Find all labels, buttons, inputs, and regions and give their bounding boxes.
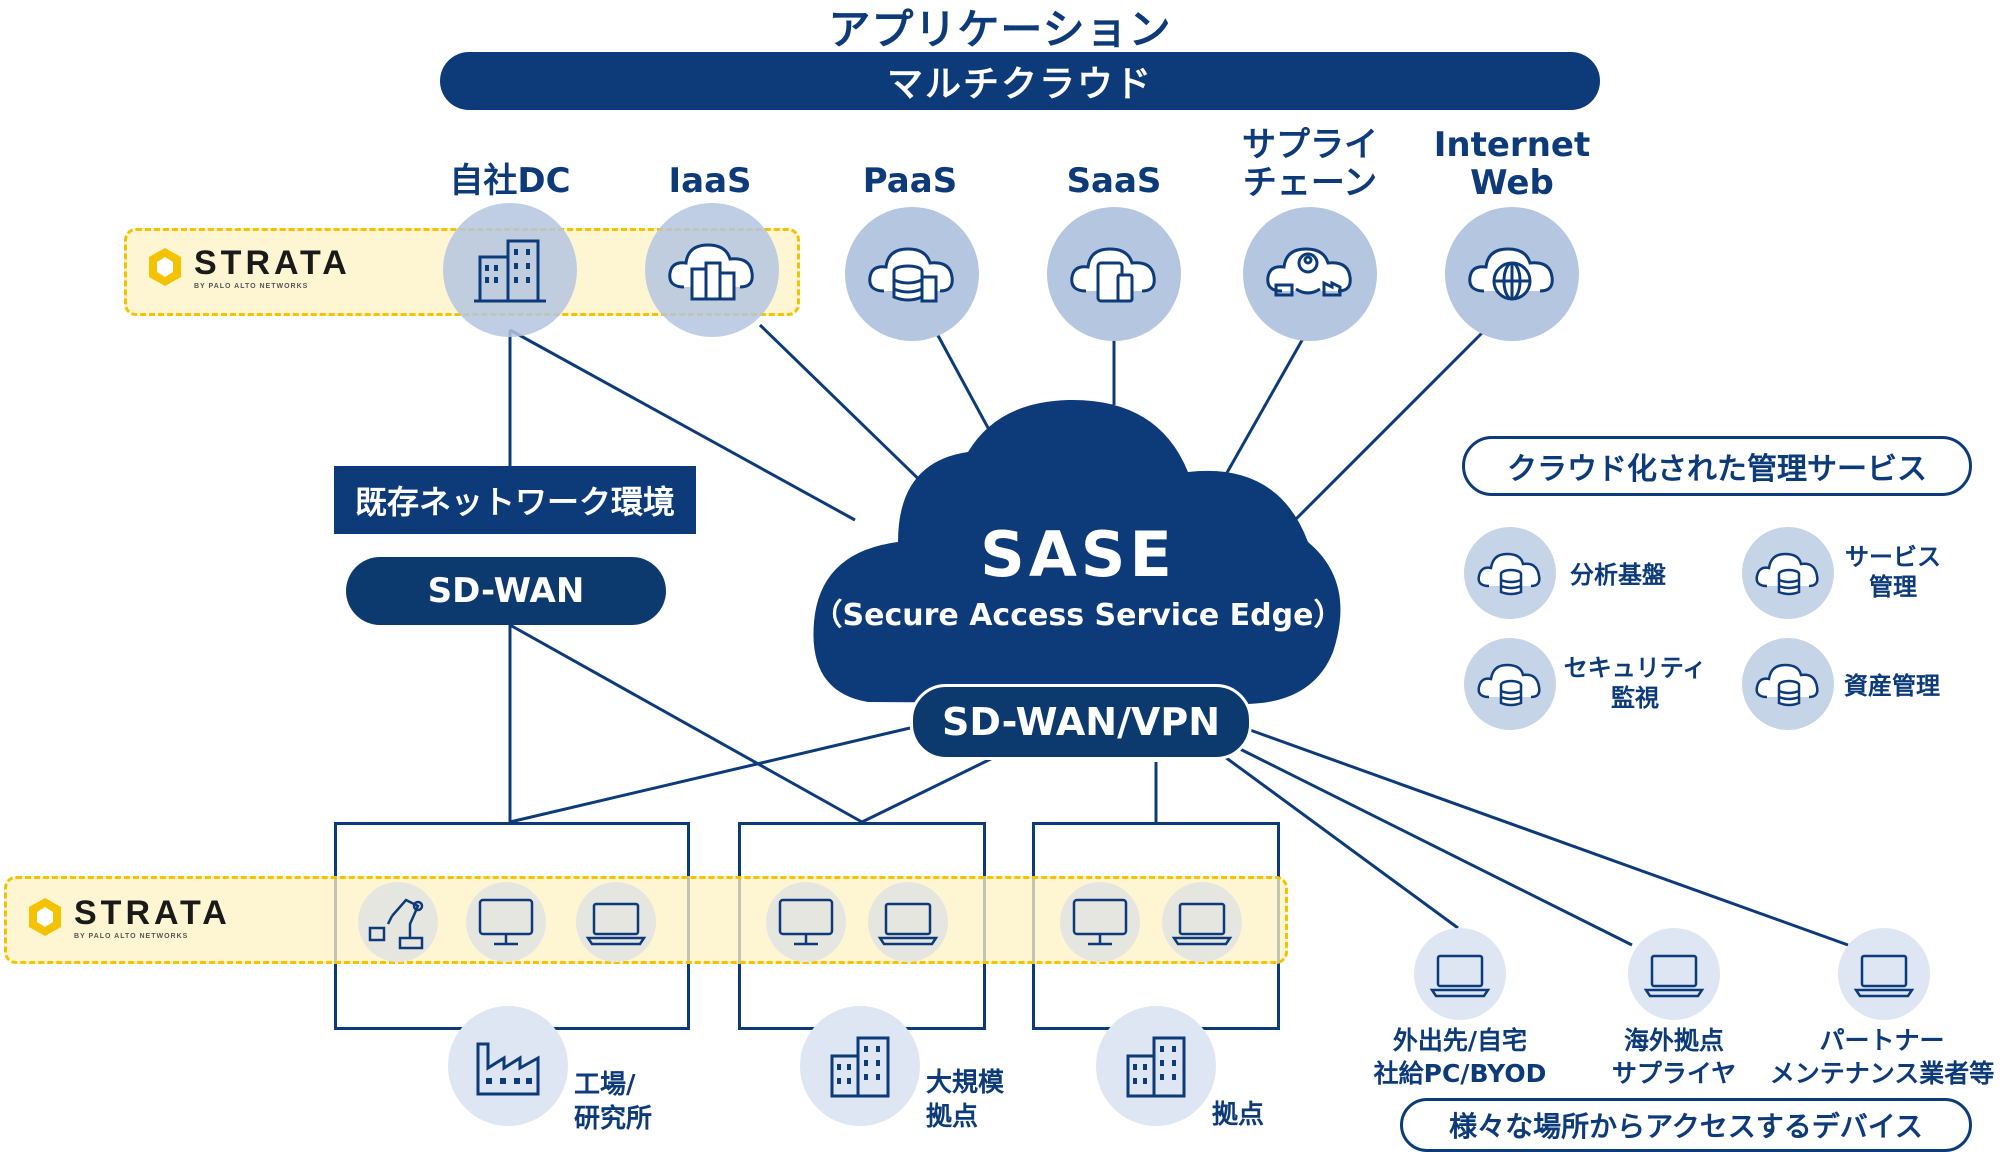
desktop-icon [478,898,534,946]
sase-cloud-shape [813,399,1341,704]
line-dc-sase [509,328,856,522]
remote-label-2: 海外拠点サプライヤ [1611,1026,1737,1088]
line-sdwan-large [509,623,863,824]
managed-services-heading: クラウド化された管理サービス [1462,436,1972,496]
iaas-circle [645,203,779,337]
multicloud-bar: マルチクラウド [440,52,1600,110]
cloud-label-saas: SaaS [1066,161,1162,201]
remote-circle-1 [1414,928,1506,1020]
building-icon [830,1036,890,1098]
building-icon [1126,1036,1186,1098]
saas-circle [1047,207,1181,341]
strata-logo-top: STRATA BY PALO ALTO NETWORKS [148,244,351,290]
laptop-icon [877,902,939,946]
strata-byline: BY PALO ALTO NETWORKS [74,933,189,940]
database-cloud-icon [1477,663,1541,707]
remote-label-3: パートナーメンテナンス業者等 [1769,1026,1995,1088]
globe-cloud-icon [1468,247,1554,301]
laptop-icon [585,902,647,946]
strata-wordmark: STRATA [74,894,231,932]
svc-asset-label: 資産管理 [1844,672,1940,700]
supply-chain-circle [1243,207,1377,341]
remote-circle-3 [1838,928,1930,1020]
svc-security-label: セキュリティ監視 [1563,654,1707,712]
line-supply-sase [1218,334,1307,486]
dc-circle [443,203,577,337]
strata-byline: BY PALO ALTO NETWORKS [194,283,309,290]
cloud-label-dc: 自社DC [449,161,571,201]
large-site-circle [800,1006,920,1126]
line-vpn-large [861,750,1006,824]
line-vpn-factory [509,726,911,824]
remote-circle-2 [1628,928,1720,1020]
sase-title: SASE [980,518,1176,591]
device-laptop-circle-1 [576,882,656,962]
cloud-label-paas: PaaS [862,161,958,201]
device-laptop-circle-2 [868,882,948,962]
svc-asset-circle [1742,638,1834,730]
remote-devices-heading: 様々な場所からアクセスするデバイス [1400,1098,1972,1152]
legacy-network-label: 既存ネットワーク環境 [334,466,696,534]
device-desktop-circle-1 [466,882,546,962]
building-icon [474,239,546,303]
robot-arm-icon [368,898,424,950]
desktop-icon [778,898,834,946]
site-label-factory: 工場/研究所 [574,1070,653,1134]
site-label-large: 大規模拠点 [926,1068,1005,1132]
factory-circle [448,1006,568,1126]
device-desktop-circle-2 [766,882,846,962]
factory-icon [476,1042,540,1096]
supply-chain-cloud-icon [1266,247,1352,297]
line-vpn-remote2 [1237,746,1633,947]
cloud-label-iaas: IaaS [668,161,752,201]
laptop-icon [1171,902,1233,946]
strata-logo-bottom: STRATA BY PALO ALTO NETWORKS [28,894,231,940]
line-web-sase [1288,328,1487,527]
line-vpn-remote1 [1224,755,1459,930]
svc-analytics-circle [1464,527,1556,619]
remote-label-1: 外出先/自宅社給PC/BYOD [1373,1026,1547,1088]
svc-analytics-label: 分析基盤 [1570,561,1666,589]
database-cloud-icon [1755,552,1819,596]
strata-wordmark: STRATA [194,244,351,282]
paas-circle [845,207,979,341]
line-iaas-sase [758,323,937,497]
server-cloud-icon [668,243,754,301]
branch-circle [1096,1006,1216,1126]
cloud-label-supply: サプライチェーン [1242,125,1378,203]
device-laptop-circle-3 [1162,882,1242,962]
legacy-sdwan-pill: SD-WAN [346,557,666,625]
svc-service-mgmt-label: サービス管理 [1845,543,1941,601]
line-vpn-remote3 [1249,728,1849,947]
database-cloud-icon [1477,552,1541,596]
laptop-icon [1853,954,1915,998]
desktop-icon [1072,898,1128,946]
database-cloud-icon [1755,663,1819,707]
device-cloud-icon [1070,247,1156,303]
laptop-icon [1643,954,1705,998]
strata-hex-icon [149,248,181,286]
site-label-branch: 拠点 [1212,1100,1265,1130]
sase-subtitle: （Secure Access Service Edge） [812,598,1344,633]
svc-service-mgmt-circle [1742,527,1834,619]
application-title: アプリケーション [828,5,1172,54]
database-cloud-icon [868,247,954,303]
sdwan-vpn-pill: SD-WAN/VPN [910,684,1252,760]
laptop-icon [1429,954,1491,998]
svc-security-circle [1464,638,1556,730]
web-circle [1445,207,1579,341]
strata-hex-icon [29,898,61,936]
device-robot-circle [358,882,438,962]
device-desktop-circle-3 [1060,882,1140,962]
